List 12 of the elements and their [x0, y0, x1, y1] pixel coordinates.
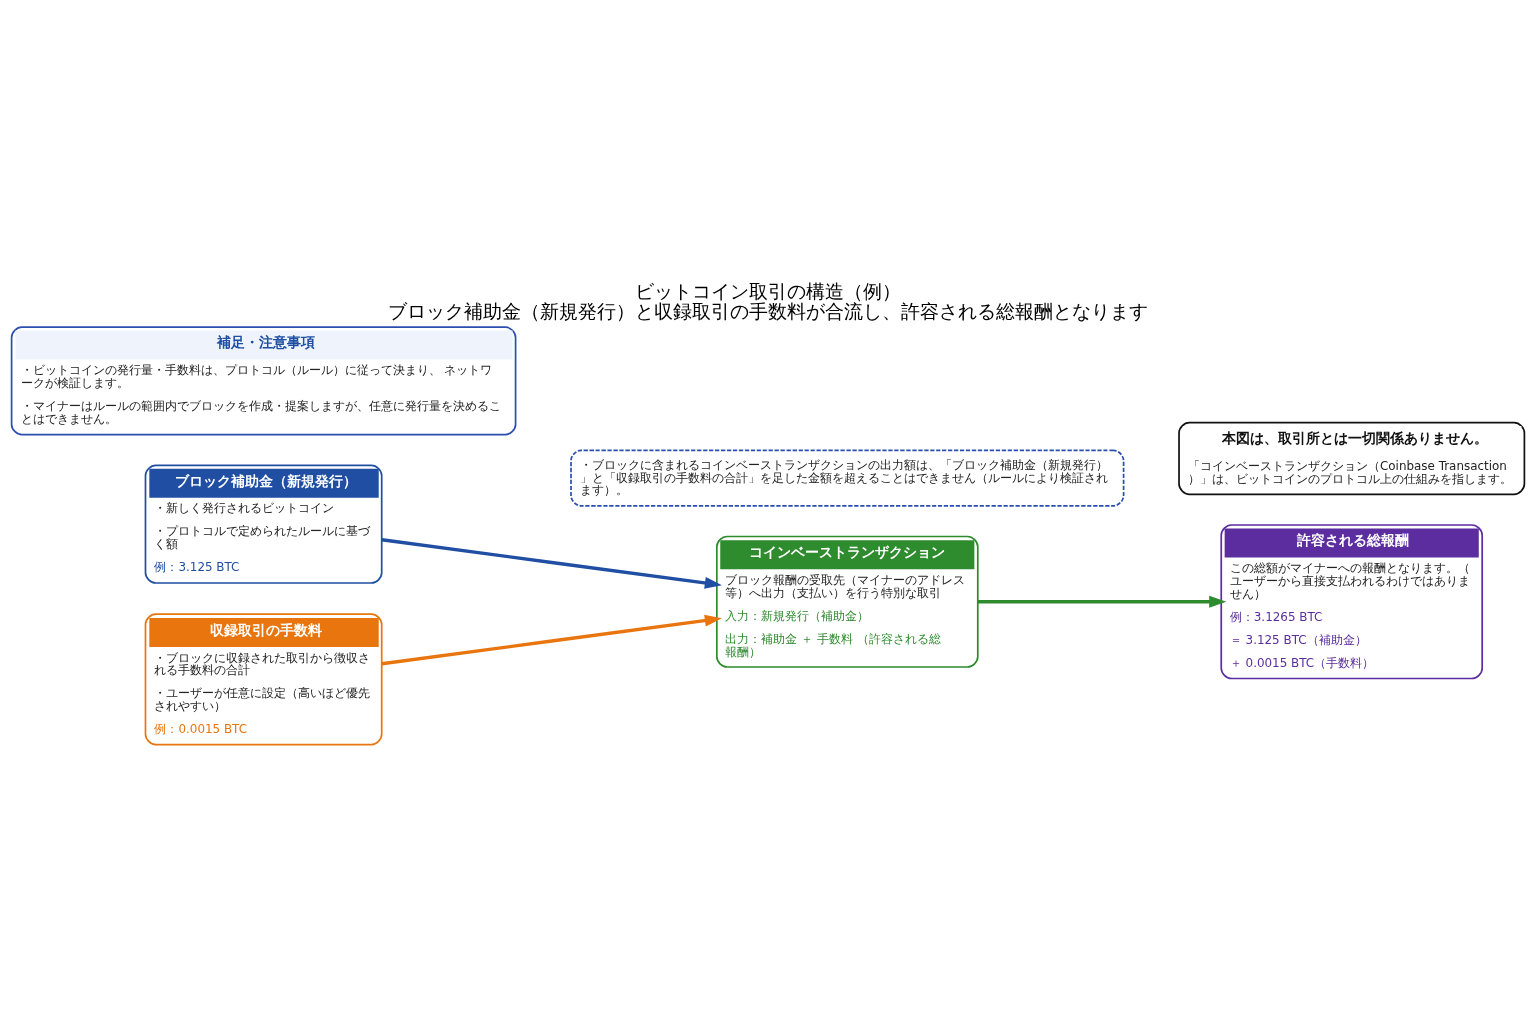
node-box: 補足・注意事項 ・ビットコインの発行量・手数料は、プロトコル（ルール）に従って決まり、 ネットワークが検証します。 ・マイナーはルールの範囲内でブロックを作成・提案しますが、任意に発行量を決めることはできません。 [10, 326, 517, 436]
caption: ブロック補助金（新規発行）と収録取引の手数料が合流し、許容される総報酬となります [388, 301, 1148, 323]
node-box: ・ブロックに含まれるコインベーストランザクションの出力額は、「ブロック補助金（新規発行）」と「収録取引の手数料の合計」を足した金額を超えることはできません（ルールにより検証されます）。 [570, 449, 1125, 507]
node-box: 許容される総報酬 この総額がマイナーへの報酬となります。（ユーザーから直接支払われるわけではありません） 例：3.1265 BTC ＝ 3.125 BTC（補助金） ＋ 0.0015 BTC（手数料） [1220, 524, 1484, 680]
arrow [977, 595, 1227, 608]
arrow [381, 614, 722, 666]
arrow [381, 538, 722, 589]
diagram-title: ビットコイン取引の構造（例） [635, 280, 901, 302]
node-box: 本図は、取引所とは一切関係ありません。 「コインベーストランザクション（Coinbase Transaction）」は、ビットコインのプロトコル上の仕組みを指します。 [1178, 421, 1526, 496]
node-box: ブロック補助金（新規発行） ・新しく発行されるビットコイン ・プロトコルで定められたルールに基づく額 例：3.125 BTC [144, 464, 383, 584]
node-box: コインベーストランザクション ブロック報酬の受取先（マイナーのアドレス等）へ出力（支払い）を行う特別な取引 入力：新規発行（補助金） 出力：補助金 ＋ 手数料 （許容される総報酬） [715, 535, 979, 668]
node-box: 収録取引の手数料 ・ブロックに収録された取引から徴収される手数料の合計 ・ユーザーが任意に設定（高いほど優先されやすい） 例：0.0015 BTC [144, 613, 383, 746]
